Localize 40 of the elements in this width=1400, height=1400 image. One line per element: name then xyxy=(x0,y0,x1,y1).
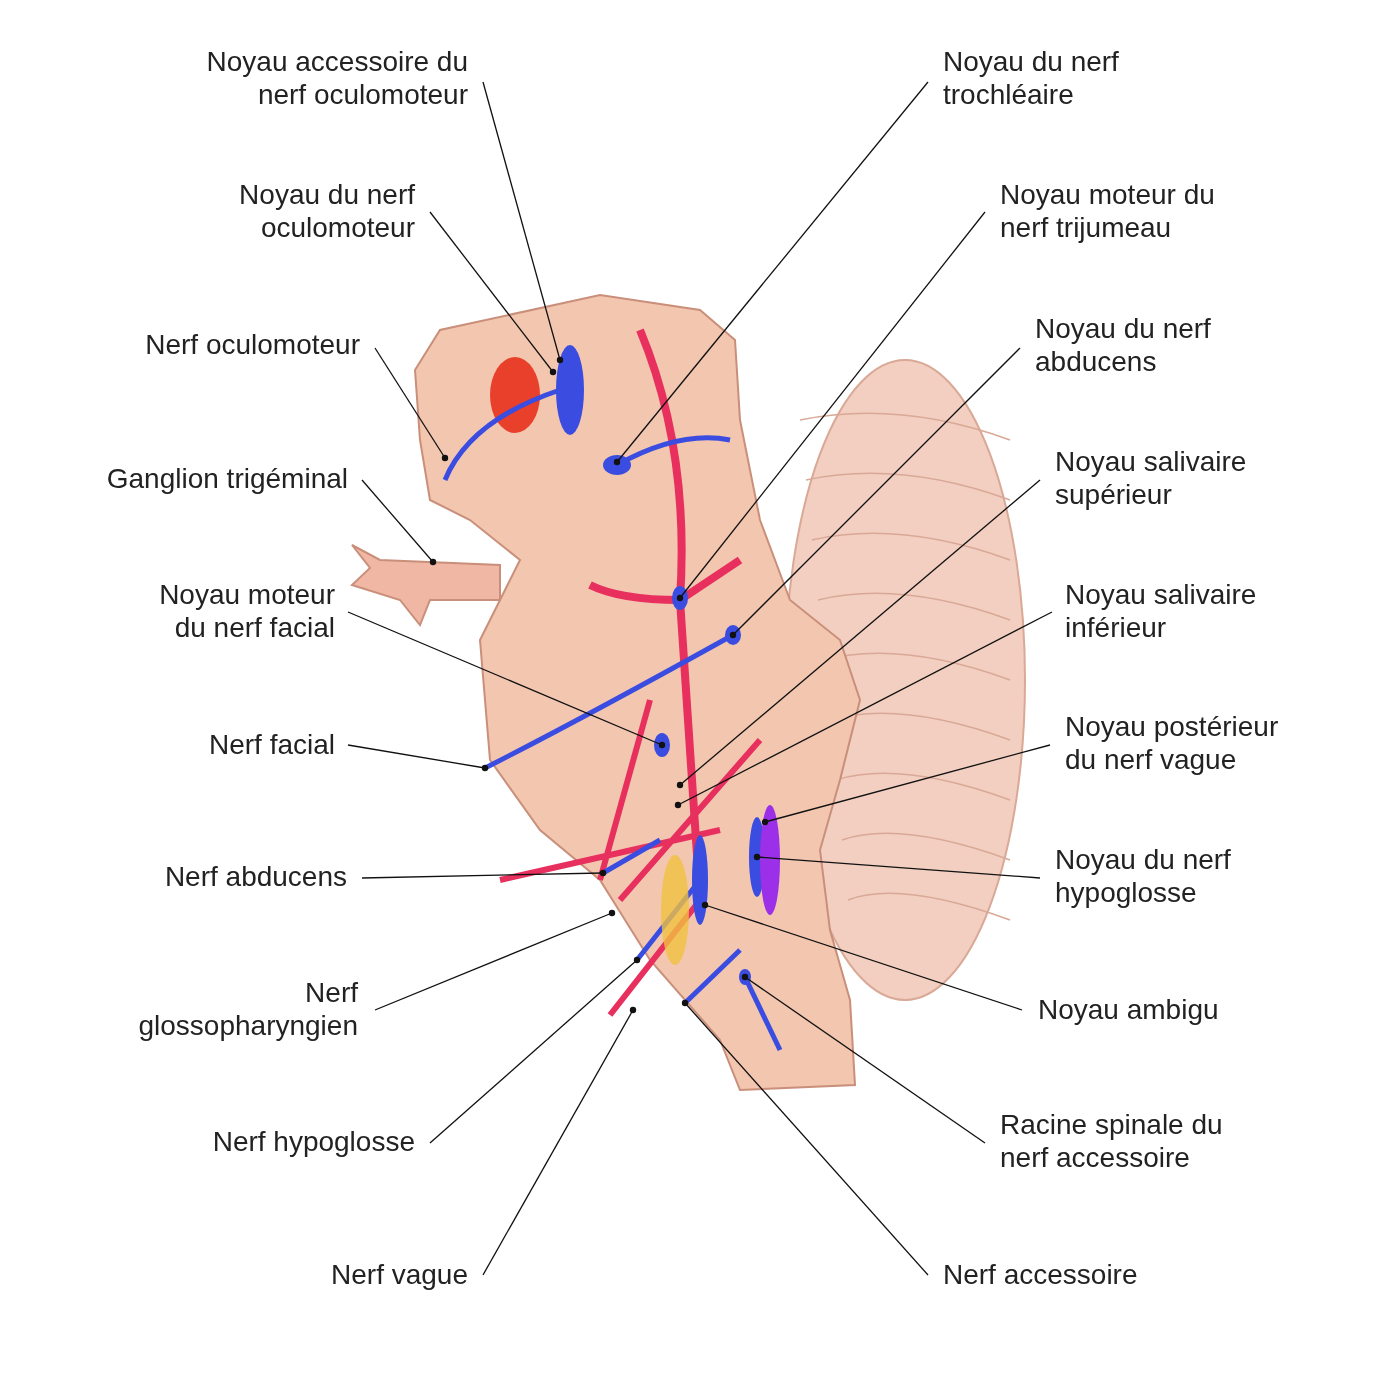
leader-line xyxy=(674,611,1053,809)
structure-label: Noyau salivaire inférieur xyxy=(1065,578,1257,644)
structure-label: Noyau moteur du nerf facial xyxy=(159,578,335,644)
leader-line xyxy=(676,479,1041,789)
leader-line xyxy=(361,479,437,566)
leader-line xyxy=(482,1006,637,1276)
structure-label: Nerf facial xyxy=(208,728,335,761)
structure-label: Noyau du nerf abducens xyxy=(1035,312,1211,378)
leader-line xyxy=(429,956,641,1144)
leader-line xyxy=(374,909,616,1011)
leader-line xyxy=(701,901,1023,1011)
leader-line xyxy=(681,999,929,1276)
structure-label: Nerf accessoire xyxy=(943,1258,1138,1291)
structure-label: Ganglion trigéminal xyxy=(106,462,348,495)
leader-line xyxy=(741,973,986,1144)
leader-line xyxy=(753,853,1041,879)
leader-line xyxy=(729,347,1021,639)
leader-line xyxy=(347,611,666,749)
leader-line xyxy=(374,347,449,462)
leader-line xyxy=(361,869,607,879)
structure-label: Noyau du nerf hypoglosse xyxy=(1055,843,1231,909)
leader-line xyxy=(347,744,489,772)
leader-line xyxy=(429,211,557,376)
structure-label: Nerf abducens xyxy=(164,860,347,893)
leader-line xyxy=(613,81,929,466)
leader-line xyxy=(761,744,1051,826)
structure-label: Nerf oculomoteur xyxy=(145,328,360,361)
structure-label: Nerf hypoglosse xyxy=(212,1125,415,1158)
structure-label: Racine spinale du nerf accessoire xyxy=(1000,1108,1223,1174)
structure-label: Nerf vague xyxy=(331,1258,468,1291)
structure-label: Noyau ambigu xyxy=(1038,993,1219,1026)
structure-label: Nerf glossopharyngien xyxy=(138,976,358,1042)
structure-label: Noyau du nerf trochléaire xyxy=(943,45,1119,111)
structure-label: Noyau moteur du nerf trijumeau xyxy=(1000,178,1215,244)
structure-label: Noyau postérieur du nerf vague xyxy=(1065,710,1279,776)
structure-label: Noyau du nerf oculomoteur xyxy=(239,178,415,244)
structure-label: Noyau salivaire supérieur xyxy=(1055,445,1247,511)
leader-line xyxy=(676,211,986,602)
structure-label: Noyau accessoire du nerf oculomoteur xyxy=(206,45,468,111)
leader-line xyxy=(482,81,564,364)
